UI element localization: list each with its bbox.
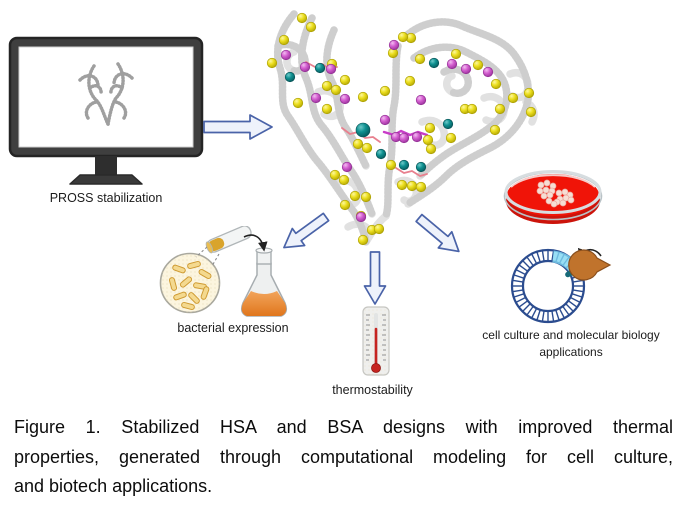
caption-line: properties, generated through computatio…	[14, 446, 673, 467]
cell-culture-label: cell culture and molecular biology appli…	[452, 327, 684, 360]
protein-sketch-on-screen	[78, 62, 134, 126]
protein-pacman-icon	[568, 249, 612, 281]
culture-tube-icon	[205, 226, 252, 254]
cell-culture-label-line1: cell culture and molecular biology	[482, 328, 660, 342]
thermostability-label: thermostability	[332, 383, 413, 397]
mutation-spheres	[266, 12, 537, 246]
computer-monitor-icon	[8, 36, 204, 185]
cell-culture-label-line2: applications	[539, 344, 603, 359]
erlenmeyer-flask-icon	[240, 247, 288, 317]
protein-structure	[266, 10, 538, 246]
caption-line: and biotech applications.	[14, 476, 213, 496]
petri-dish-icon	[503, 170, 603, 224]
caption-line: Figure 1. Stabilized HSA and BSA designs…	[14, 417, 673, 437]
figure-caption: Figure 1. Stabilized HSA and BSA designs…	[14, 413, 673, 502]
bacterial-expression-label: bacterial expression	[177, 321, 289, 335]
pross-stabilization-label: PROSS stabilization	[49, 191, 163, 205]
bacteria-zoom-circle-icon	[159, 252, 221, 314]
thermometer-ticks	[366, 314, 386, 361]
plasmid-icon	[510, 247, 612, 324]
down-arrow-icon	[363, 251, 387, 305]
cell-colonies	[536, 179, 575, 208]
bacteria-rods	[168, 260, 212, 311]
thermometer-icon	[362, 306, 390, 376]
